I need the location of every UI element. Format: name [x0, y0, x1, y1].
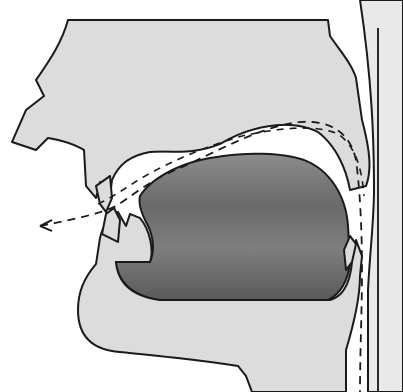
oral-cavity — [116, 154, 350, 300]
pharynx-wall — [360, 0, 403, 392]
